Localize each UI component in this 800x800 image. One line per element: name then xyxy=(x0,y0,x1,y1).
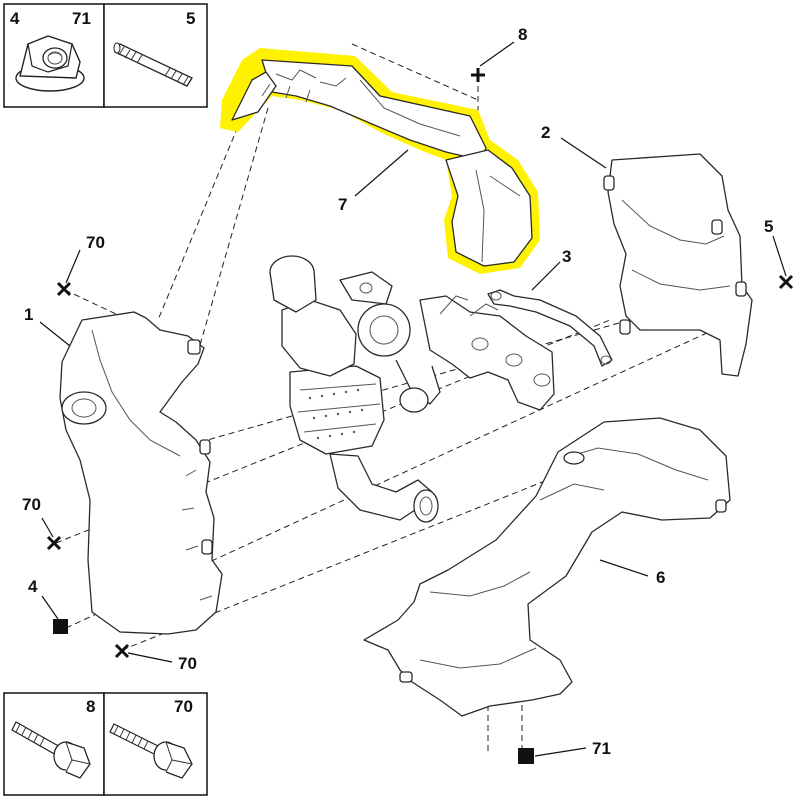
flange-nut-icon xyxy=(15,35,85,92)
callout-71: 71 xyxy=(592,739,611,758)
callout-3: 3 xyxy=(562,247,571,266)
heat-shield-7-highlighted xyxy=(220,48,540,274)
hardware-box-nut: 4 71 xyxy=(3,3,105,108)
heat-shield-1 xyxy=(59,311,223,635)
stud-icon xyxy=(113,42,193,87)
fastener-markers xyxy=(46,68,794,764)
hardware-box-stud: 5 xyxy=(103,3,208,108)
callout-7: 7 xyxy=(338,195,347,214)
heat-shield-2 xyxy=(603,153,753,377)
hardware-label-71: 71 xyxy=(72,9,91,28)
callout-70-mid: 70 xyxy=(22,495,41,514)
catalyst-mesh-texture xyxy=(308,388,364,440)
callout-labels: 8 70 1 2 3 5 7 6 70 4 70 71 xyxy=(22,25,773,758)
callout-70-bottom: 70 xyxy=(178,654,197,673)
cross-marker-5 xyxy=(778,274,794,290)
callout-6: 6 xyxy=(656,568,665,587)
square-marker-4 xyxy=(53,619,68,634)
hardware-label-70: 70 xyxy=(174,697,193,716)
bracket-3 xyxy=(487,289,613,367)
callout-8: 8 xyxy=(518,25,527,44)
callout-1: 1 xyxy=(24,305,33,324)
callout-70-top: 70 xyxy=(86,233,105,252)
leader-lines xyxy=(39,41,787,757)
cross-marker-70-top xyxy=(56,281,72,297)
square-marker-71 xyxy=(518,748,534,764)
hardware-box-bolt-8: 8 xyxy=(3,692,105,796)
cross-marker-70-bottom xyxy=(114,643,130,659)
hardware-box-bolt-70: 70 xyxy=(103,692,208,796)
callout-2: 2 xyxy=(541,123,550,142)
turbocharger-manifold-assembly xyxy=(269,255,555,523)
hardware-label-8: 8 xyxy=(86,697,95,716)
hardware-label-5: 5 xyxy=(186,9,195,28)
flange-bolt-icon xyxy=(11,721,91,779)
callout-5: 5 xyxy=(764,217,773,236)
callout-4: 4 xyxy=(28,577,38,596)
hardware-label-4: 4 xyxy=(10,9,20,28)
heat-shield-6 xyxy=(363,417,731,717)
flange-bolt-icon xyxy=(109,723,193,779)
cross-marker-8 xyxy=(471,68,485,82)
cross-marker-70-mid xyxy=(46,535,62,551)
